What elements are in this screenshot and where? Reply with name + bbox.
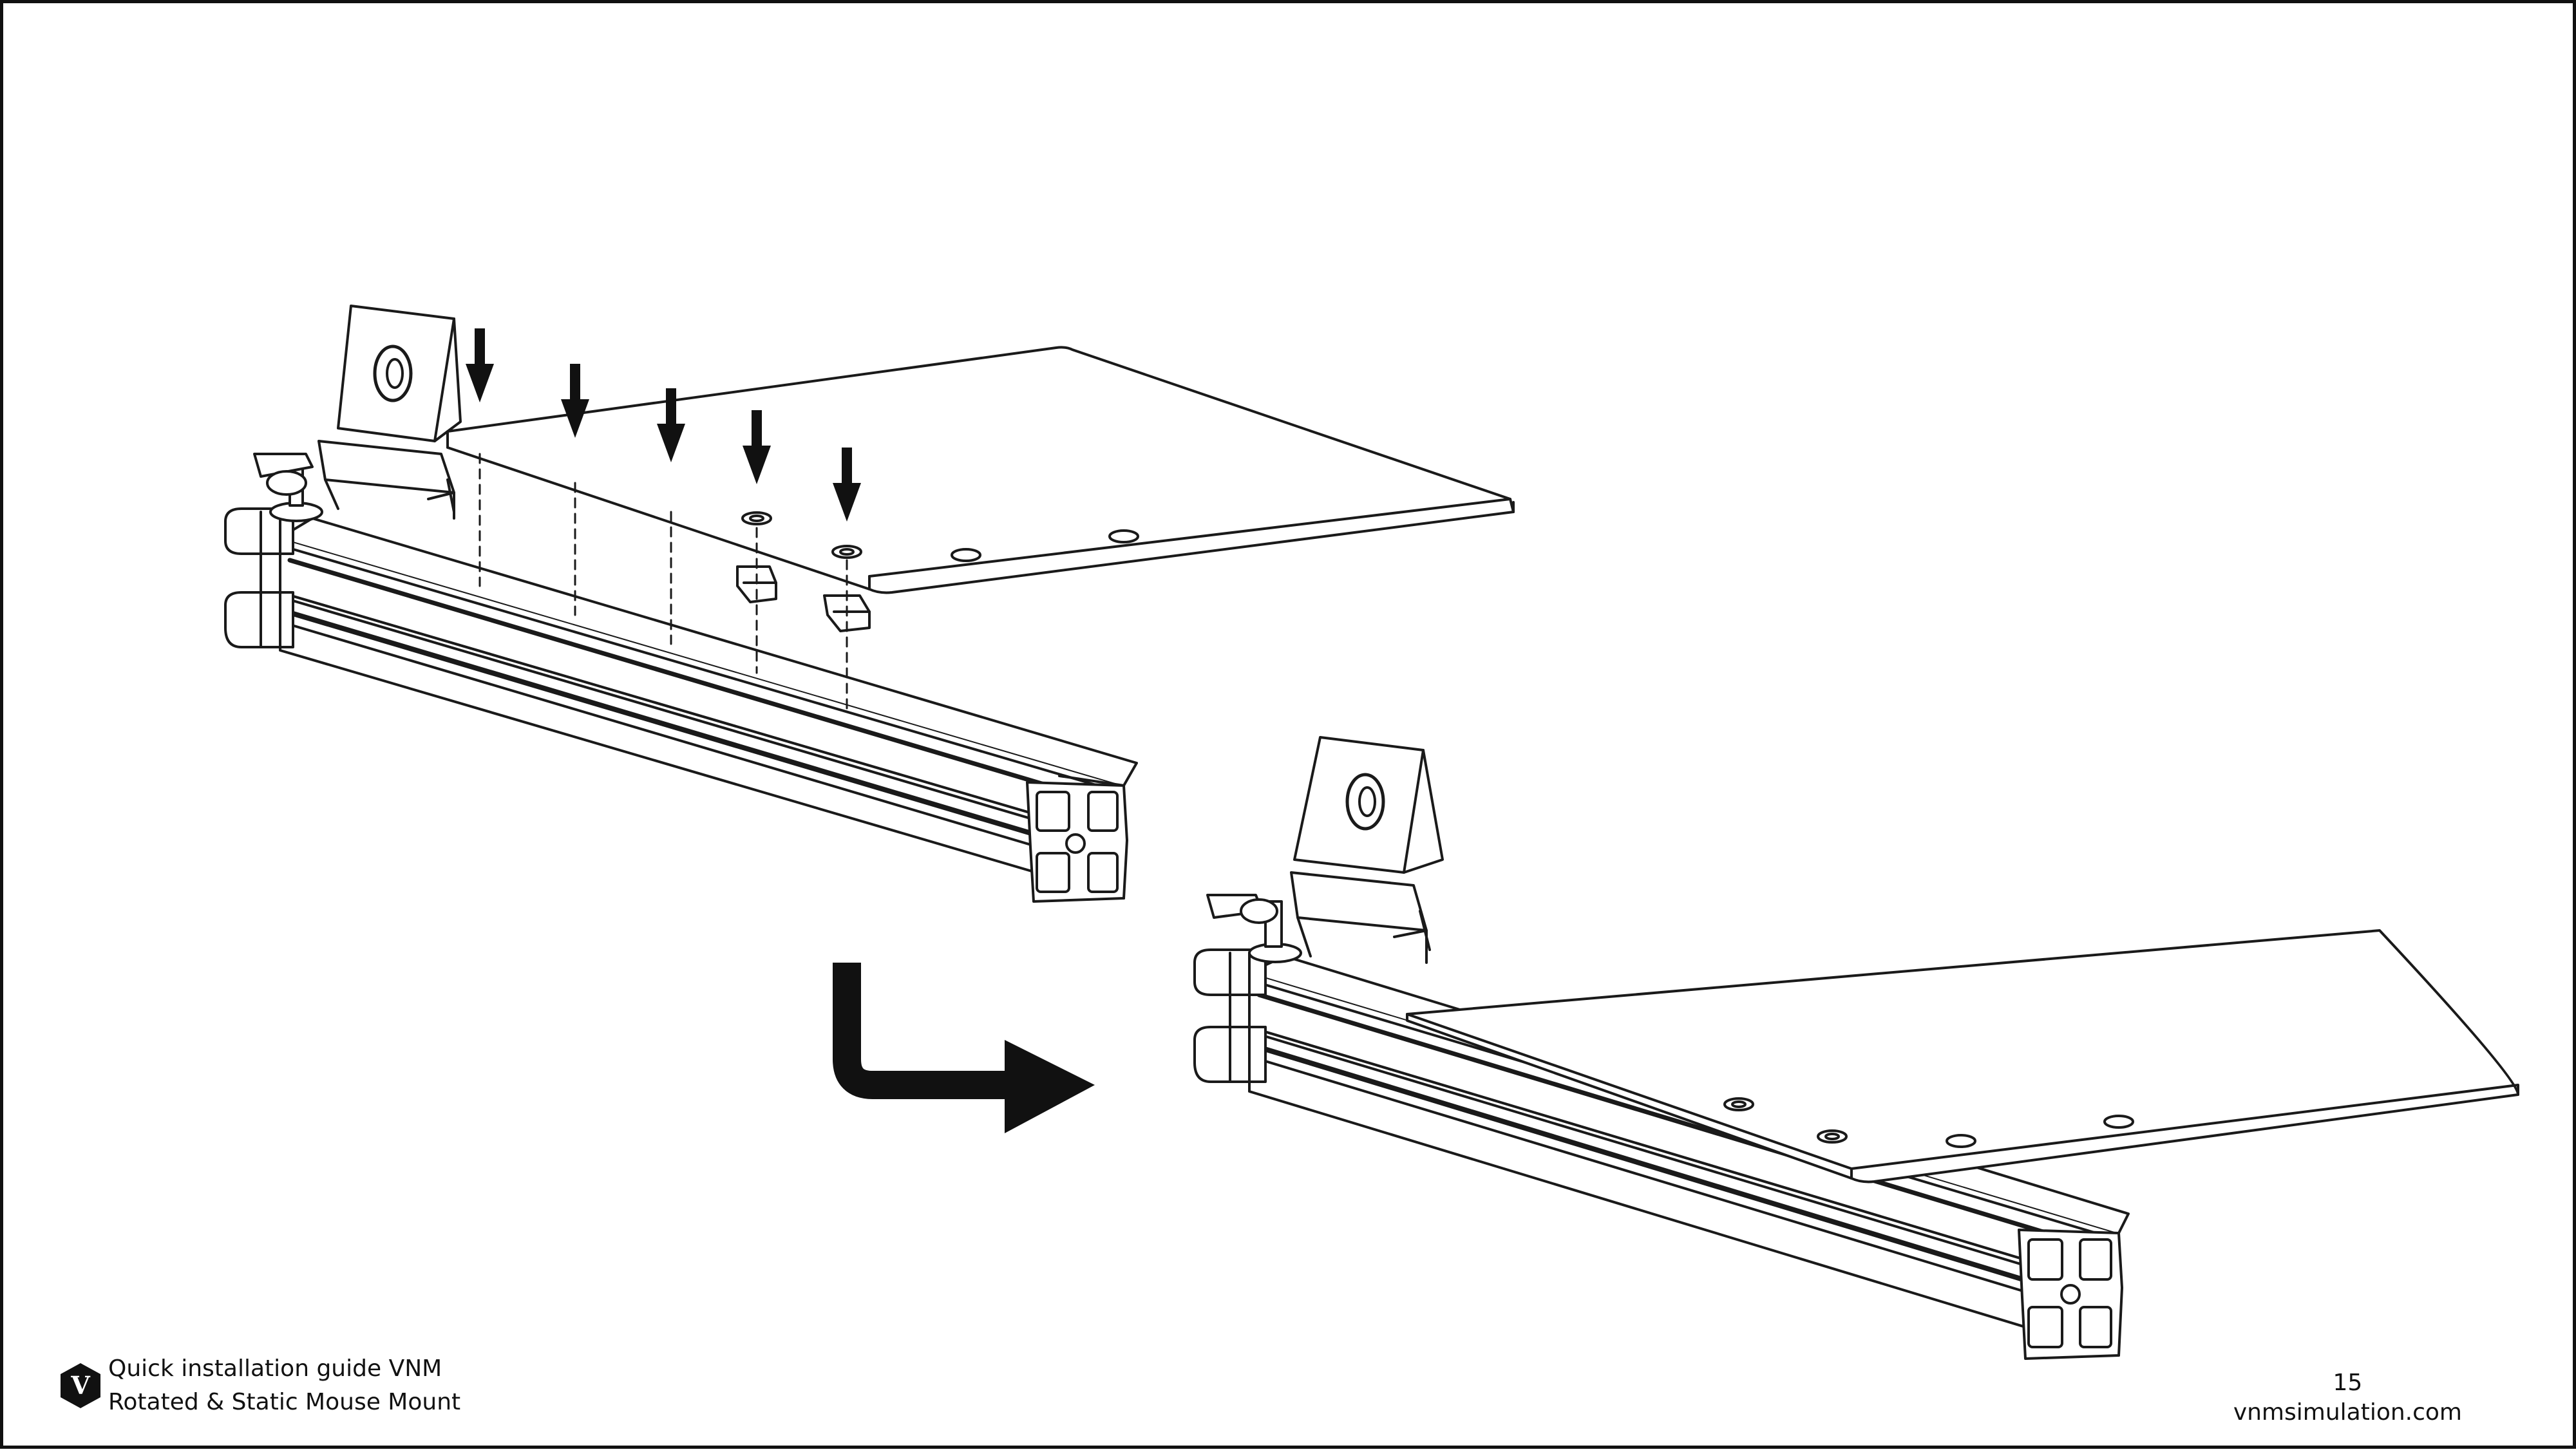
down-arrow-icons (466, 328, 861, 522)
down-arrow-icon (743, 410, 771, 484)
mouse-plate-mounted (1406, 929, 2519, 1183)
mouse-plate-left (446, 346, 1515, 594)
assembly-illustration (224, 305, 2519, 1360)
aluminum-profile-left (279, 517, 1138, 903)
clamp-bracket-right (1193, 894, 1302, 1083)
page-number: 15 (2333, 1370, 2363, 1396)
angle-bracket-right (1290, 736, 1444, 964)
svg-text:V: V (70, 1371, 91, 1400)
vnm-logo-icon: V (61, 1363, 100, 1408)
website-url: vnmsimulation.com (2233, 1399, 2462, 1426)
down-arrow-icon (657, 388, 685, 462)
clamp-bracket-left (224, 453, 323, 648)
product-name: Rotated & Static Mouse Mount (108, 1389, 461, 1415)
footer-left: V Quick installation guide VNM Rotated &… (58, 1352, 460, 1419)
down-arrow-icon (561, 364, 589, 438)
guide-title: Quick installation guide VNM (108, 1355, 442, 1382)
turn-right-arrow-icon (833, 963, 1095, 1133)
angle-bracket-left (317, 305, 462, 520)
down-arrow-icon (833, 448, 861, 522)
footer-title-block: Quick installation guide VNM Rotated & S… (108, 1352, 460, 1419)
down-arrow-icon (466, 328, 494, 402)
footer-right: 15 vnmsimulation.com (2233, 1368, 2462, 1428)
alignment-lines (478, 453, 848, 713)
